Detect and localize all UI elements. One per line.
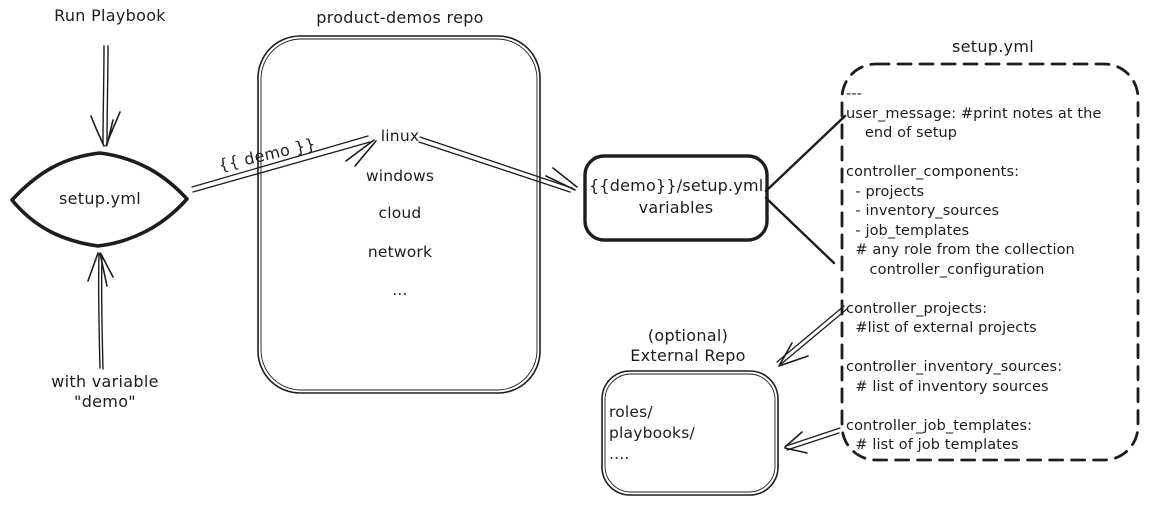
yaml-line: controller_projects:: [846, 300, 988, 317]
external-repo-box: [601, 370, 779, 496]
with-variable-line2: "demo": [74, 392, 136, 411]
setup-yml-box: [840, 62, 1140, 462]
yaml-line: controller_configuration: [846, 261, 1045, 278]
yaml-line: controller_inventory_sources:: [846, 359, 1063, 375]
external-repo-item-playbooks: playbooks/: [609, 424, 695, 442]
yaml-line: [846, 397, 1134, 417]
repo-item-cloud: cloud: [378, 204, 422, 222]
yaml-line: #list of external projects: [846, 320, 1037, 336]
yaml-line: [846, 339, 1134, 359]
variables-box-label: {{demo}}/setup.yml variables: [589, 175, 763, 219]
repo-item-windows: windows: [365, 167, 435, 185]
yaml-line: # list of inventory sources: [846, 378, 1049, 395]
yaml-line: end of setup: [846, 125, 958, 141]
yaml-line: [846, 280, 1134, 300]
repo-item-ellipsis: ...: [392, 281, 408, 299]
connector-lower: [764, 196, 836, 265]
setup-yml-title: setup.yml: [951, 37, 1035, 56]
external-repo-label-line2: External Repo: [630, 346, 746, 365]
external-repo-label: (optional) External Repo: [608, 326, 768, 366]
yaml-line: user_message: #print notes at the: [846, 105, 1102, 122]
with-variable-label: with variable "demo": [35, 372, 175, 412]
setup-diamond-label: setup.yml: [58, 189, 142, 208]
external-repo-item-ellipsis: ....: [609, 445, 630, 463]
arrow-linux-to-variables: [418, 136, 578, 193]
yaml-line: ---: [846, 86, 862, 102]
with-variable-line1: with variable: [51, 372, 159, 391]
yaml-line: - inventory_sources: [846, 203, 1000, 219]
yaml-line: - job_templates: [846, 222, 970, 239]
demo-arrow: [191, 135, 377, 193]
run-playbook-label: Run Playbook: [54, 6, 166, 25]
setup-diamond: [10, 151, 189, 248]
yaml-line: # any role from the collection: [846, 242, 1075, 258]
yaml-line: [846, 144, 1134, 164]
repo-box: [257, 35, 541, 394]
external-repo-label-line1: (optional): [647, 326, 729, 345]
yaml-line: controller_components:: [846, 164, 1020, 180]
repo-item-network: network: [367, 243, 433, 261]
arrow-to-external-repo-top: [776, 305, 848, 367]
variables-box-line2: variables: [638, 198, 714, 217]
external-repo-content: roles/ playbooks/ ....: [609, 402, 695, 465]
arrow-with-variable: [87, 252, 114, 370]
yaml-line: # list of job templates: [846, 437, 1019, 453]
arrow-run-playbook: [90, 45, 121, 147]
yaml-line: - projects: [846, 183, 925, 200]
repo-title: product-demos repo: [316, 8, 484, 27]
arrow-to-external-repo-bottom: [784, 427, 841, 454]
yaml-line: controller_job_templates:: [846, 417, 1033, 434]
connector-upper: [764, 114, 847, 193]
repo-item-linux: linux: [380, 127, 420, 145]
variables-box-line1: {{demo}}/setup.yml: [589, 176, 764, 195]
external-repo-item-roles: roles/: [609, 403, 653, 421]
setup-yml-content: --- user_message: #print notes at the en…: [846, 85, 1134, 456]
